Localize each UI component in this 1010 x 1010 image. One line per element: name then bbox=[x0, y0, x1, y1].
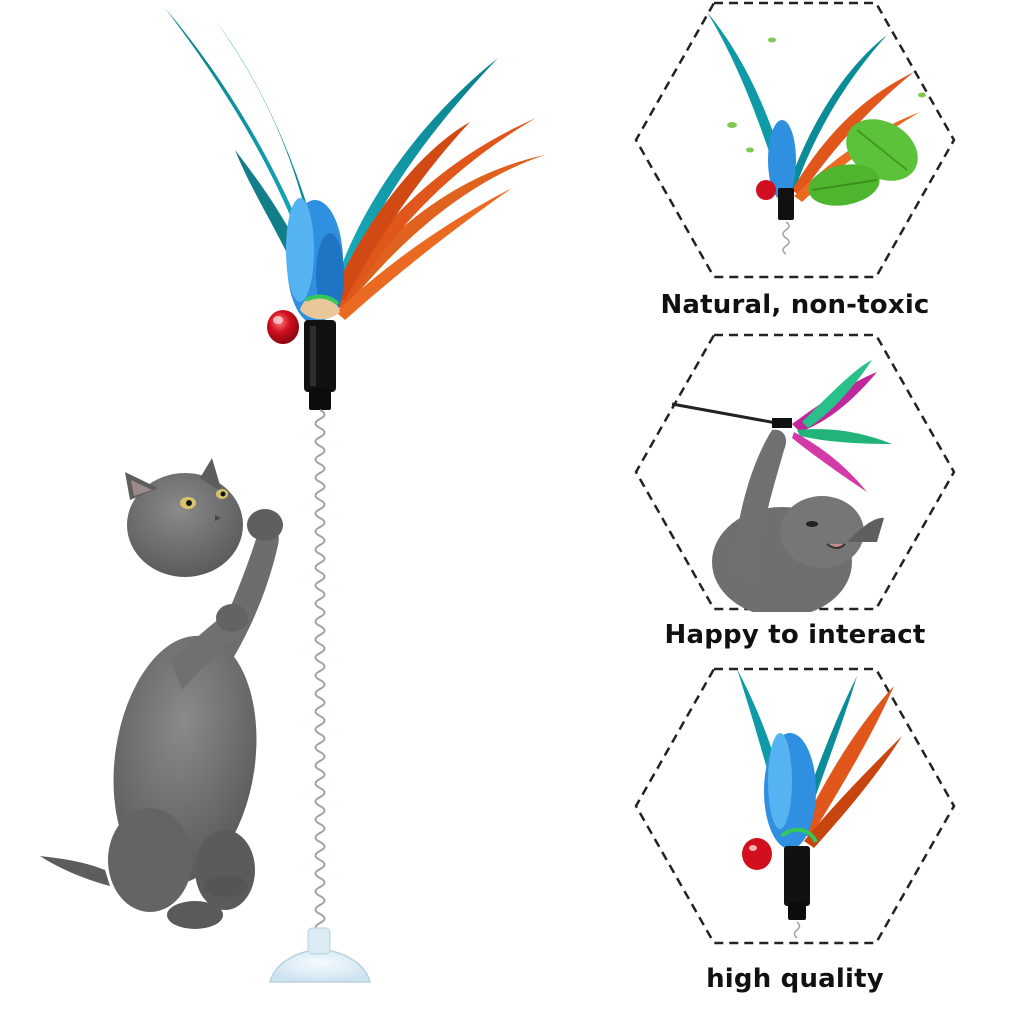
feature-panel-1 bbox=[634, 1, 956, 279]
feature-panel-3 bbox=[634, 667, 956, 945]
main-product-illustration bbox=[40, 8, 545, 983]
feature-panel-2 bbox=[634, 333, 956, 612]
feather-closeup-icon bbox=[737, 669, 902, 939]
kitten-illustration bbox=[40, 458, 283, 929]
spring-coil-path bbox=[314, 409, 326, 933]
kitten-playing-with-wand-icon bbox=[671, 360, 892, 612]
suction-cup bbox=[269, 927, 371, 983]
feature-caption-3: high quality bbox=[706, 964, 884, 994]
feather-with-leaves-icon bbox=[707, 12, 926, 255]
orange-feathers bbox=[330, 118, 545, 320]
feature-caption-1: Natural, non-toxic bbox=[660, 290, 930, 320]
blue-fluffy-feathers bbox=[286, 198, 344, 324]
spring-coil bbox=[314, 409, 326, 933]
red-bell-icon bbox=[267, 310, 299, 344]
feature-caption-2: Happy to interact bbox=[664, 620, 926, 650]
black-holder bbox=[304, 320, 336, 410]
